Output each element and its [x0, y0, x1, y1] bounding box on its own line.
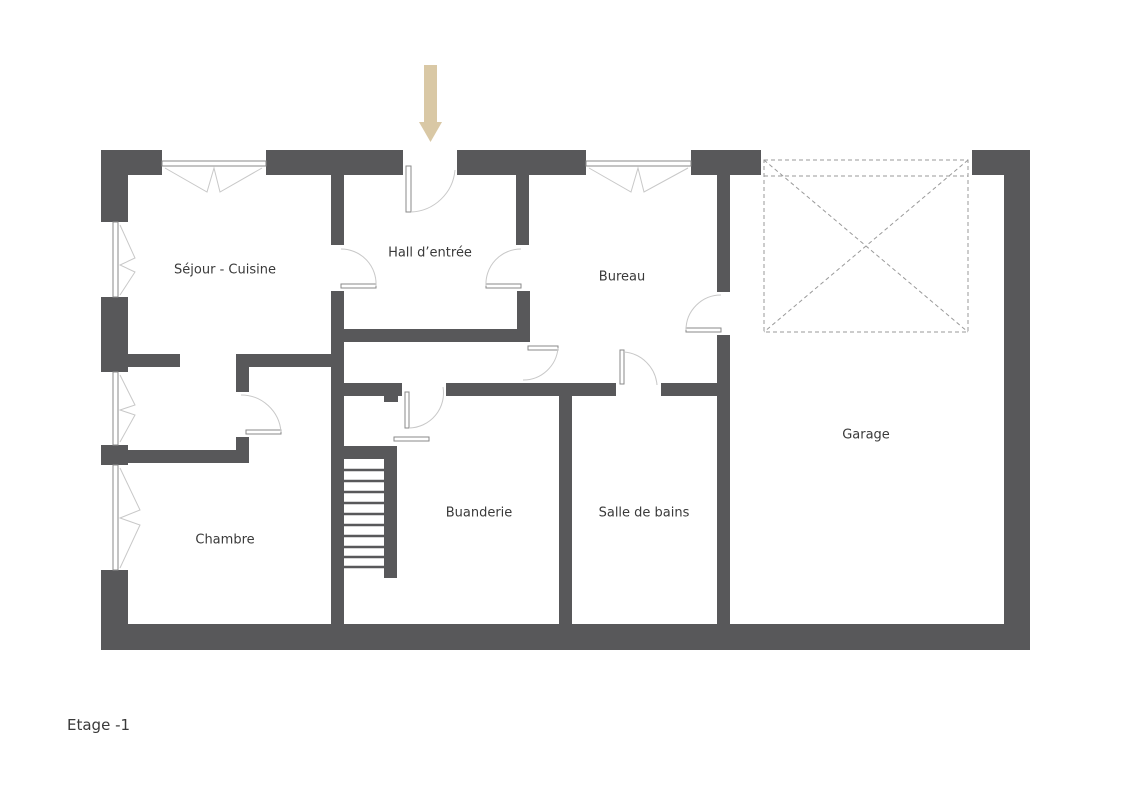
room-label-chambre: Chambre — [195, 532, 255, 548]
room-label-sejour: Séjour - Cuisine — [174, 262, 276, 278]
floor-level-title: Etage -1 — [67, 716, 131, 734]
doors — [240, 165, 722, 442]
room-label-hall: Hall d’entrée — [388, 245, 472, 261]
entrance-arrow-icon — [419, 65, 442, 142]
garage-door-overhead — [763, 159, 969, 333]
walls — [101, 150, 1030, 650]
stairs — [344, 468, 384, 569]
room-label-salle-de-bains: Salle de bains — [598, 505, 690, 521]
windows — [112, 160, 692, 571]
room-label-garage: Garage — [842, 427, 890, 443]
room-label-bureau: Bureau — [598, 269, 646, 285]
room-label-buanderie: Buanderie — [445, 505, 513, 521]
